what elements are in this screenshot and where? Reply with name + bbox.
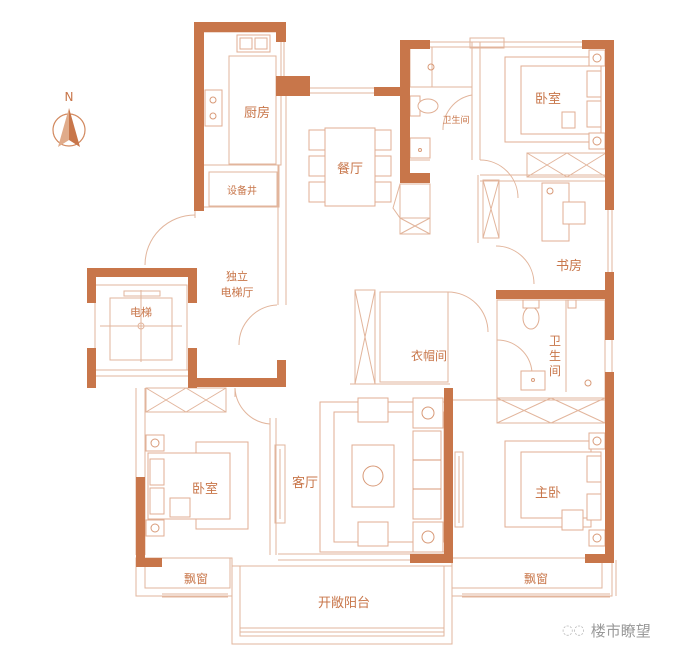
bed-icon-north xyxy=(504,49,606,150)
room-label-cloakroom: 衣帽间 xyxy=(411,348,447,363)
room-label-kitchen: 厨房 xyxy=(244,105,270,121)
room-label-living: 客厅 xyxy=(292,475,318,491)
room-label-study: 书房 xyxy=(556,258,582,274)
structural-walls xyxy=(87,22,614,567)
kitchen-sink-icon xyxy=(236,34,271,53)
bed-icon-west xyxy=(145,434,249,537)
room-label-bedroom-north: 卧室 xyxy=(535,91,561,107)
room-label-bath-master-1: 卫 xyxy=(549,334,561,348)
interior-lines xyxy=(94,31,617,645)
watermark-text: 楼市瞭望 xyxy=(590,622,651,640)
desk-icon xyxy=(541,182,586,242)
room-label-shaft: 设备井 xyxy=(227,184,257,197)
compass-north-label: N xyxy=(65,90,74,104)
room-label-elevator: 电梯 xyxy=(130,306,152,319)
wechat-icon: ◌◌ xyxy=(562,623,585,638)
room-label-balcony: 开敞阳台 xyxy=(318,595,370,611)
room-labels: 厨房 设备井 餐厅 卫生间 卧室 书房 独立 电梯厅 电梯 衣帽间 卫 生 间 … xyxy=(130,91,582,611)
shower-icon-north xyxy=(427,63,435,71)
shower-icon-master xyxy=(567,299,592,387)
dining-table-icon xyxy=(308,127,392,207)
room-label-bay-window-east: 飘窗 xyxy=(524,572,548,586)
room-label-bedroom-west: 卧室 xyxy=(192,481,218,497)
sofa-set-icon xyxy=(319,397,451,553)
room-label-dining: 餐厅 xyxy=(337,161,363,177)
stove-icon xyxy=(204,89,223,127)
room-label-elevator-hall-2: 电梯厅 xyxy=(221,286,254,299)
room-label-bath-master-2: 生 xyxy=(549,349,561,363)
basin-icon-north xyxy=(409,137,431,159)
toilet-icon-master xyxy=(522,299,540,330)
basin-icon-master xyxy=(520,370,546,391)
room-label-elevator-hall-1: 独立 xyxy=(226,269,248,283)
toilet-icon-north xyxy=(409,95,439,117)
furniture xyxy=(145,34,606,553)
bed-icon-master xyxy=(504,432,606,547)
compass-icon: N xyxy=(52,90,86,147)
room-label-master-bedroom: 主卧 xyxy=(535,486,561,501)
room-label-bay-window-west: 飘窗 xyxy=(184,572,208,586)
watermark: ◌◌ 楼市瞭望 xyxy=(562,620,651,641)
room-label-bath-north: 卫生间 xyxy=(442,114,469,126)
room-label-bath-master-3: 间 xyxy=(549,364,561,378)
